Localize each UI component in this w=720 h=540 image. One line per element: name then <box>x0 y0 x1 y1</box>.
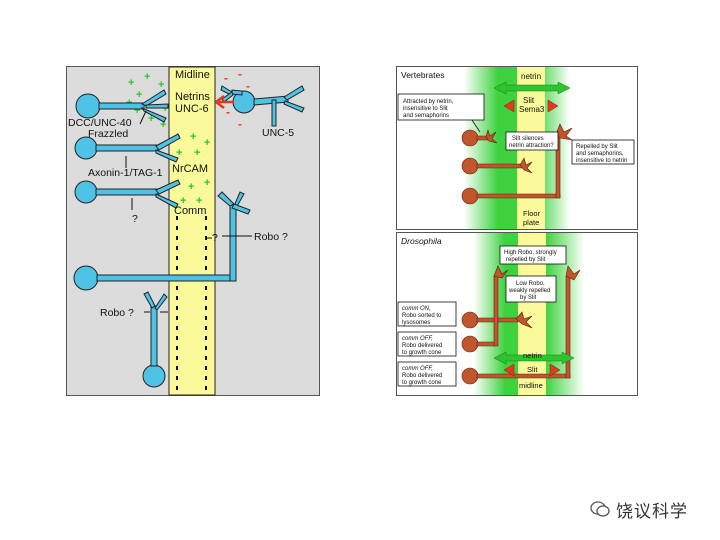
box-comm-off2-line1: comm OFF, <box>402 366 433 372</box>
svg-text:-: - <box>224 71 228 85</box>
svg-text:+: + <box>162 103 168 115</box>
box-high-line1: High Robo, strongly <box>504 250 557 256</box>
box-repelled-line2: and semaphorins, <box>576 151 624 157</box>
box-comm-off2-line3: to growth cone <box>402 380 442 386</box>
vertical-neuron <box>142 291 168 388</box>
box-comm-on-line1: comm ON, <box>402 306 431 312</box>
box-comm-off-2: comm OFF, Robo delivered to growth cone <box>397 361 457 387</box>
drosophila-title: Drosophila <box>401 236 442 246</box>
svg-text:+: + <box>188 181 194 193</box>
nrcam-label: NrCAM <box>172 163 208 175</box>
midline-band <box>168 66 216 396</box>
svg-text:+: + <box>134 105 140 117</box>
box-silences-line1: Slit silences <box>512 136 544 142</box>
dcc-label: DCC/UNC-40 <box>68 117 132 129</box>
box-repelled: Repelled by Slit and semaphorins, insens… <box>571 139 635 165</box>
drosophila-diagram: Drosophila netrin Slit midline High Robo… <box>396 232 638 396</box>
axonin-label: Axonin-1/TAG-1 <box>88 167 163 179</box>
box-silences: Slit silences netrin attraction? <box>505 131 559 151</box>
svg-text:+: + <box>160 119 166 131</box>
svg-text:-: - <box>226 105 230 119</box>
sema3-label: Sema3 <box>519 105 545 114</box>
svg-text:+: + <box>194 147 200 159</box>
vertebrates-title: Vertebrates <box>401 70 444 80</box>
comm-label: Comm <box>174 205 206 217</box>
box-silences-line2: netrin attraction? <box>509 143 554 149</box>
slit-repel-arrows <box>503 99 559 113</box>
leader-lines <box>125 110 252 313</box>
robo-left-label: Robo ? <box>100 307 134 319</box>
svg-text:+: + <box>180 195 186 207</box>
vertebrate-neurons <box>461 123 573 205</box>
box-low-line3: by Slit <box>520 295 537 301</box>
svg-text:+: + <box>158 79 164 91</box>
box-repelled-line1: Repelled by Slit <box>576 144 618 150</box>
midline-label: Midline <box>175 69 210 81</box>
svg-text:+: + <box>176 147 182 159</box>
box-attracted: Attracted by netrin, insensitive to Slit… <box>397 93 485 133</box>
box-low-line2: weakly repelled <box>508 288 550 294</box>
repulsion-arrow <box>215 95 234 109</box>
slit-label: Slit <box>523 96 535 105</box>
unc5-label: UNC-5 <box>262 127 294 139</box>
svg-text:-: - <box>238 117 242 131</box>
box-repelled-line3: insensitive to netrin <box>576 158 627 164</box>
svg-text:+: + <box>128 77 134 89</box>
box-comm-off1-line2: Robo delivered <box>402 343 442 349</box>
netrin-arrow <box>493 81 571 95</box>
wechat-icon <box>590 501 610 517</box>
svg-text:+: + <box>204 137 210 149</box>
box-comm-off1-line3: to growth cone <box>402 350 442 356</box>
box-low-robo: Low Robo, weakly repelled by Slit <box>505 275 557 303</box>
frazzled-label: Frazzled <box>88 128 128 140</box>
vertebrates-diagram: Vertebrates netrin Slit Sema3 Attracted … <box>396 66 638 230</box>
robo-right-label: Robo ? <box>254 231 288 243</box>
drosophila-arrows <box>493 351 575 377</box>
axonin-neuron <box>74 133 181 163</box>
netrins-label: Netrins <box>175 91 210 103</box>
unc5-neuron <box>220 85 305 127</box>
box-attracted-line3: and semaphorins <box>403 113 449 119</box>
dcc-neuron <box>75 89 169 123</box>
watermark-text: 饶议科学 <box>616 501 688 522</box>
crossing-neuron <box>73 191 251 291</box>
svg-text:+: + <box>144 71 150 83</box>
svg-text:+: + <box>136 89 142 101</box>
unc6-label: UNC-6 <box>175 103 209 115</box>
svg-text:+: + <box>148 113 154 125</box>
box-comm-off-1: comm OFF, Robo delivered to growth cone <box>397 331 457 357</box>
left-diagram: +++ +++ +++ + +++ ++ +++ ++ --- --- - <box>66 66 320 396</box>
svg-text:-: - <box>246 79 250 93</box>
box-attracted-line2: insensitive to Slit <box>403 106 448 112</box>
netrin-plus-signs: +++ +++ +++ + +++ ++ +++ ++ <box>126 71 210 207</box>
svg-text:+: + <box>196 195 202 207</box>
box-comm-off1-line1: comm OFF, <box>402 336 433 342</box>
box-comm-on-line2: Robo sorted to <box>402 313 442 319</box>
box-high-line2: repelled by Slit <box>506 257 546 263</box>
svg-text:+: + <box>190 131 196 143</box>
dros-midline-label: midline <box>519 381 543 390</box>
svg-text:-: - <box>238 67 242 81</box>
watermark: 饶议科学 <box>590 494 710 524</box>
drosophila-neurons <box>461 265 581 385</box>
box-comm-off2-line2: Robo delivered <box>402 373 442 379</box>
svg-text:+: + <box>204 177 210 189</box>
question-mark-left: ? <box>132 213 138 225</box>
box-high-robo: High Robo, strongly repelled by Slit <box>499 245 567 265</box>
netrin-label: netrin <box>521 72 541 81</box>
comm-neuron <box>74 179 181 209</box>
dros-slit-label: Slit <box>527 365 538 374</box>
box-comm-on: comm ON, Robo sorted to lysosomes <box>397 301 457 327</box>
box-low-line1: Low Robo, <box>516 281 545 287</box>
box-comm-on-line3: lysosomes <box>402 320 430 326</box>
question-mark-right: ? <box>212 232 218 244</box>
dros-netrin-label: netrin <box>523 351 542 360</box>
box-attracted-line1: Attracted by netrin, <box>403 99 454 105</box>
floor-label: Floor <box>523 209 541 218</box>
plate-label: plate <box>523 218 539 227</box>
